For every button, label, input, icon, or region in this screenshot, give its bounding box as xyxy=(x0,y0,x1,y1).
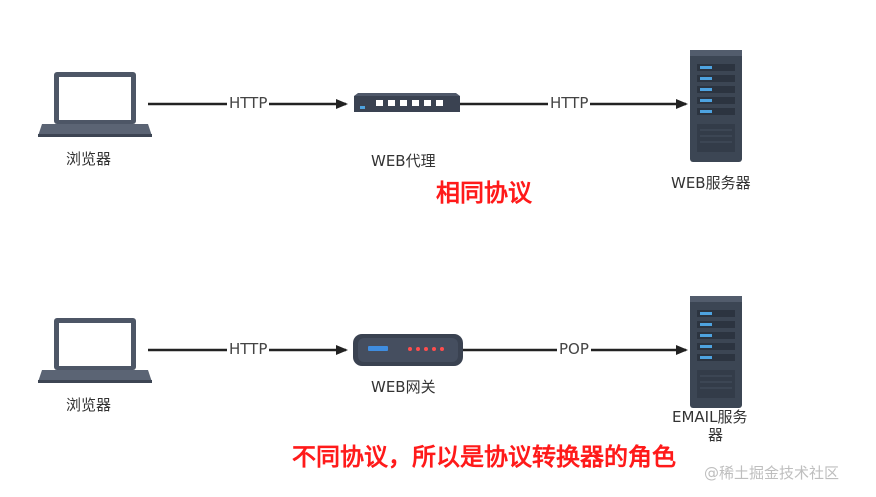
protocol-label: HTTP xyxy=(227,340,270,358)
switch-icon xyxy=(354,93,460,112)
server-icon xyxy=(690,296,742,408)
client-label: 浏览器 xyxy=(66,150,112,168)
protocol-label: HTTP xyxy=(227,94,270,112)
note-protocol-converter: 不同协议，所以是协议转换器的角色 xyxy=(292,443,676,471)
proxy-label: WEB代理 xyxy=(371,152,436,170)
gateway-label: WEB网关 xyxy=(371,378,436,396)
server-icon xyxy=(690,50,742,162)
server-label: 器 xyxy=(708,426,724,444)
client-label: 浏览器 xyxy=(66,396,112,414)
laptop-icon xyxy=(38,72,152,137)
server-label: EMAIL服务 xyxy=(672,408,748,426)
server-label: WEB服务器 xyxy=(671,174,751,192)
note-same-protocol: 相同协议 xyxy=(436,179,532,207)
gateway-icon xyxy=(353,334,463,366)
watermark: @稀土掘金技术社区 xyxy=(704,464,840,482)
protocol-label: HTTP xyxy=(548,94,591,112)
laptop-icon xyxy=(38,318,152,383)
protocol-label: POP xyxy=(557,340,591,358)
